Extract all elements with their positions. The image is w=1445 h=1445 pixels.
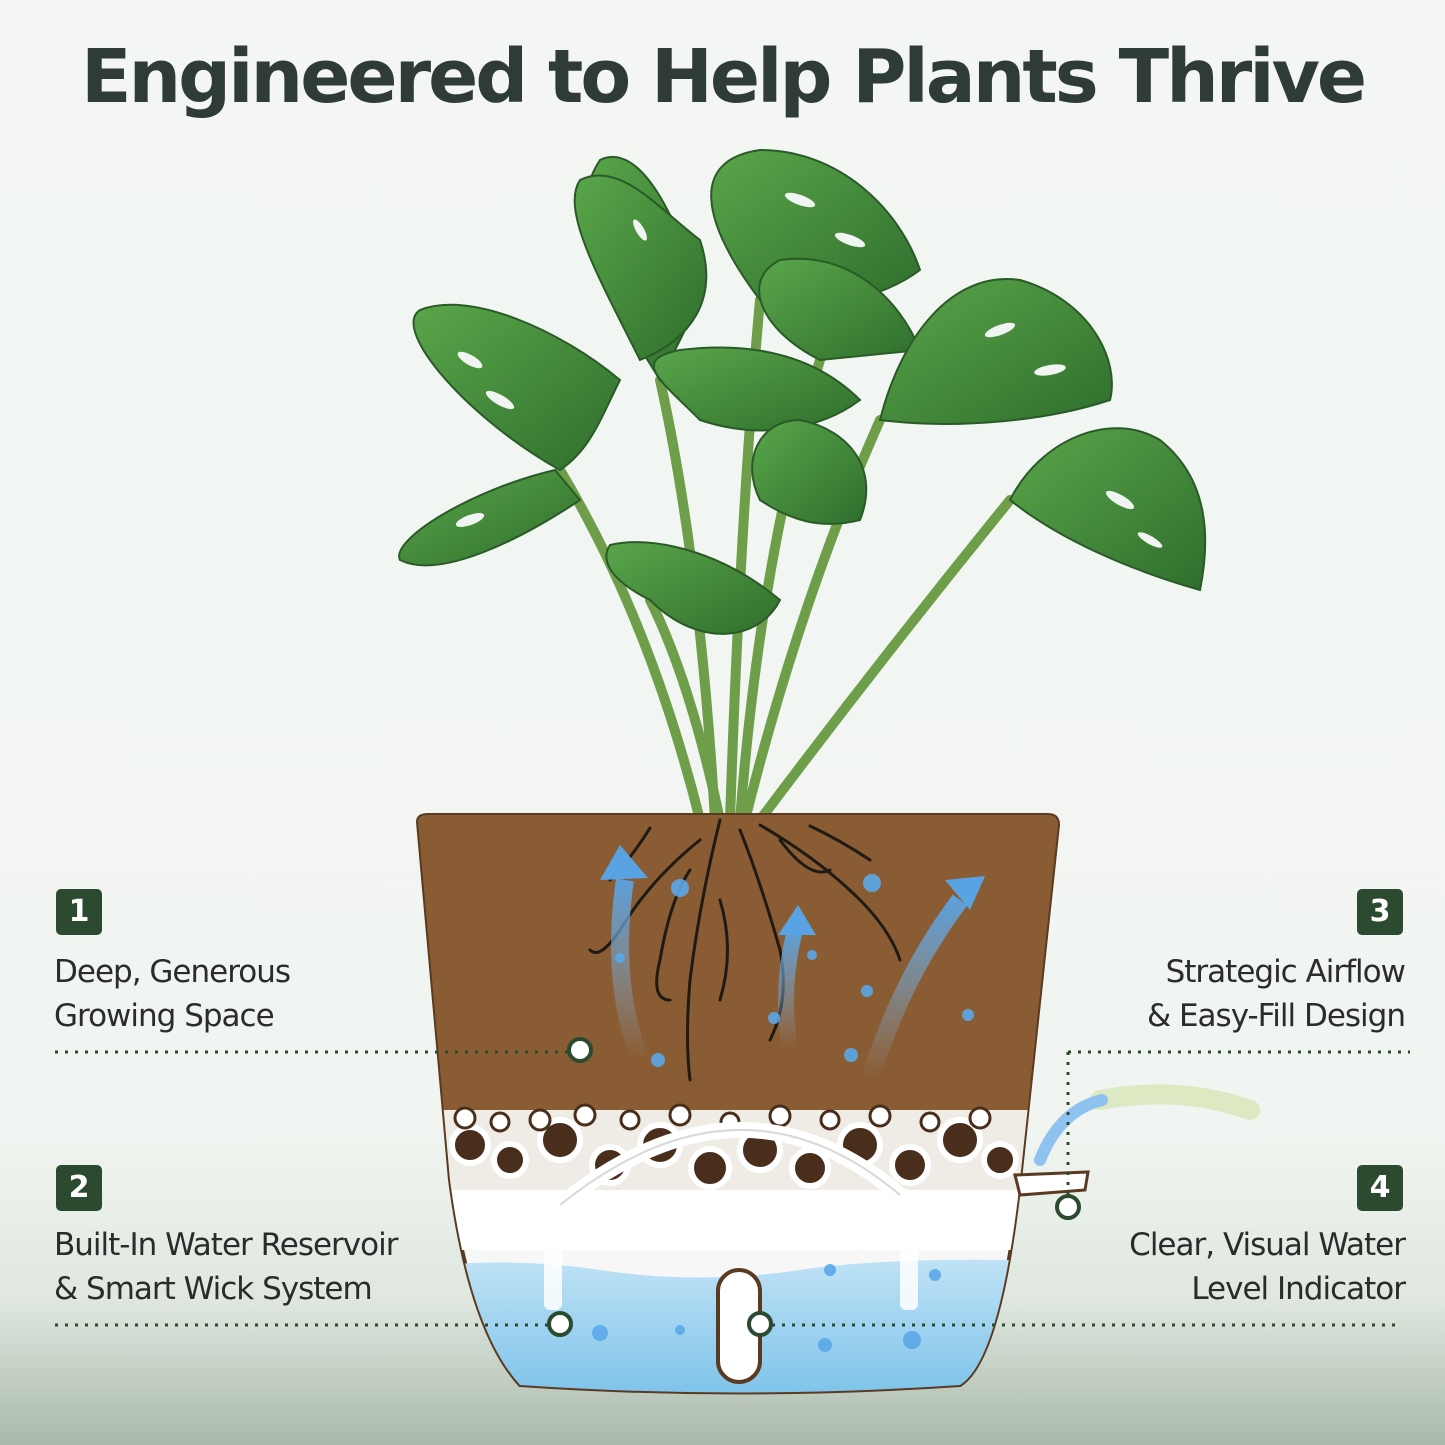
feature-2-line-2: & Smart Wick System [54,1271,373,1307]
feature-1-line-2: Growing Space [54,998,275,1034]
water-drops [592,874,974,1352]
fill-spout [1013,1170,1090,1197]
airflow-arrows [600,845,985,1083]
feature-4-line-2: Level Indicator [1191,1271,1406,1307]
feature-4-label: Clear, Visual Water Level Indicator [1129,1223,1406,1311]
callout-lines [55,1050,1410,1327]
callout-dots [547,1037,1081,1337]
feature-3-label: Strategic Airflow & Easy-Fill Design [1146,950,1406,1038]
feature-3-line-2: & Easy-Fill Design [1146,998,1406,1034]
pebble-layer [418,1103,1058,1190]
feature-1-line-1: Deep, Generous [54,954,291,990]
leaf-holes [455,192,1163,548]
watering-can [1034,1084,1260,1166]
pot [415,813,1090,1395]
page-title: Engineered to Help Plants Thrive [80,34,1367,120]
wick-platform [418,1190,1058,1250]
feature-3-badge: 3 [1357,889,1403,935]
feature-2-badge: 2 [56,1165,102,1211]
feature-1-label: Deep, Generous Growing Space [54,950,291,1038]
feature-4-line-1: Clear, Visual Water [1129,1227,1406,1263]
feature-1-badge: 1 [56,889,102,935]
feature-4-badge: 4 [1357,1165,1403,1211]
monstera-leaves [398,148,1207,635]
soil-layer [418,815,1058,1135]
feature-3-line-1: Strategic Airflow [1165,954,1406,990]
feature-2-line-1: Built-In Water Reservoir [54,1227,398,1263]
feature-2-label: Built-In Water Reservoir & Smart Wick Sy… [54,1223,398,1311]
roots [588,818,902,1082]
